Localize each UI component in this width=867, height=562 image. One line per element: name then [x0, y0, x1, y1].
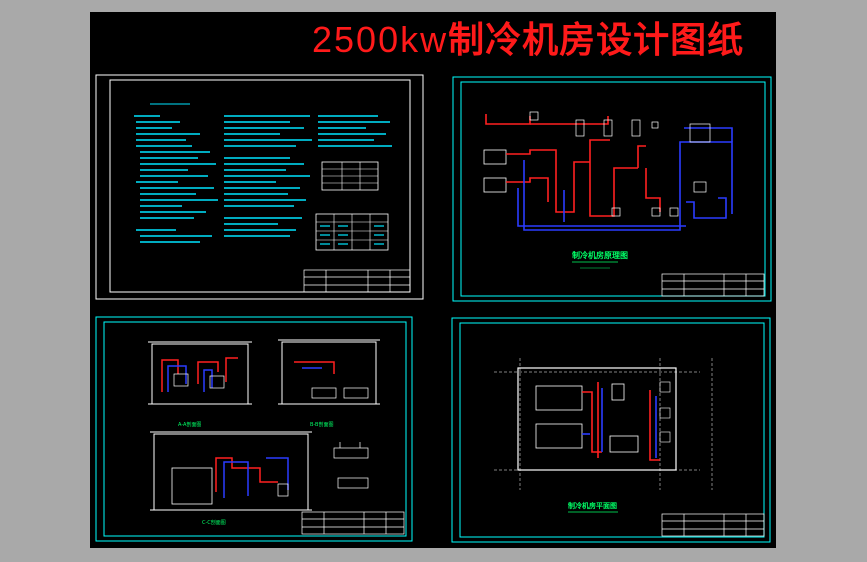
- section-a-a: A-A剖面图: [148, 341, 252, 428]
- pump-units: [529, 111, 711, 217]
- cad-drawing: 制冷机房原理图: [95, 74, 772, 543]
- plan-chillers: [535, 383, 639, 453]
- notes-text-right: [318, 115, 392, 147]
- drawing-canvas[interactable]: 2500kw制冷机房设计图纸: [90, 12, 776, 548]
- sheet-system-diagram[interactable]: 制冷机房原理图: [452, 76, 772, 302]
- plan-pumps: [659, 381, 671, 443]
- equipment-table: [321, 161, 379, 191]
- floor-plan-caption: 制冷机房平面图: [568, 501, 617, 510]
- title-text: 制冷机房设计图纸: [448, 20, 745, 61]
- return-piping: [517, 127, 733, 231]
- section-a-caption: A-A剖面图: [178, 421, 201, 428]
- section-b-b: B-B剖面图: [278, 339, 380, 428]
- system-diagram-caption: 制冷机房原理图: [572, 250, 628, 260]
- title-block-4: [661, 513, 765, 537]
- plan-return-piping: [582, 388, 657, 458]
- sheet-design-notes[interactable]: [95, 74, 424, 300]
- supply-piping: [485, 114, 661, 217]
- section-c-c: C-C剖面图: [150, 431, 312, 526]
- room-walls: [517, 367, 677, 471]
- title-block-1: [303, 269, 411, 293]
- drawing-title: 2500kw制冷机房设计图纸: [312, 20, 744, 61]
- section-b-caption: B-B剖面图: [310, 421, 334, 428]
- chiller-units: [483, 149, 507, 193]
- sheet-floor-plan[interactable]: 制冷机房平面图: [451, 317, 771, 543]
- title-block-3: [301, 511, 405, 535]
- notes-text-middle: [224, 115, 312, 237]
- sheet-sections[interactable]: A-A剖面图 B-B剖面图: [95, 316, 413, 542]
- title-block-2: [661, 273, 765, 297]
- section-c-caption: C-C剖面图: [202, 519, 226, 526]
- material-table: [315, 213, 389, 251]
- notes-text-left: [134, 115, 218, 243]
- title-capacity: 2500kw: [312, 19, 449, 60]
- plan-supply-piping: [582, 382, 660, 461]
- pump-detail: [333, 442, 369, 489]
